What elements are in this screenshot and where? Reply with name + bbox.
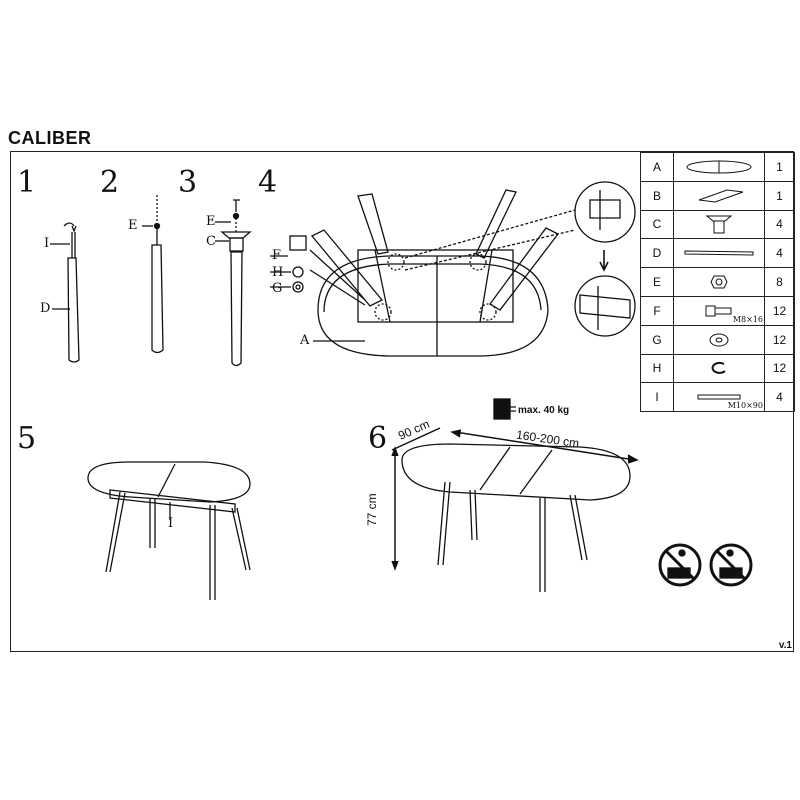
step-number-6: 6 [368,421,388,456]
part-letter: C [640,209,674,240]
callout-h-step4: H [272,265,284,280]
part-letter: G [640,324,674,355]
part-image-cell [673,267,765,297]
part-quantity: 12 [764,353,795,384]
part-letter: I [640,382,674,413]
part-letter: H [640,353,674,384]
leg-bracket-icon [674,212,764,236]
callout-f-step4: F [272,248,282,263]
part-image-cell: M10×90 [673,382,765,413]
part-letter: F [640,295,674,326]
version-label: v.1 [778,640,792,651]
step1-leg-drawing [50,222,80,363]
part-letter: A [640,152,674,182]
part-quantity: 8 [764,267,795,297]
step-number-4: 4 [258,165,278,200]
part-image-cell [673,324,765,355]
callout-e-step3: E [206,214,216,229]
max-load-label: max. 40 kg [518,405,570,416]
leg-icon [674,248,764,258]
callout-a-step4: A [300,333,310,348]
step-number-2: 2 [100,165,120,200]
part-image-cell [673,180,765,211]
callout-d-step1: D [40,301,51,316]
part-letter: E [640,267,674,297]
part-row: H 12 [640,353,795,384]
spring-washer-icon [674,360,764,376]
extension-leaf-icon [674,186,764,206]
washer-icon [674,332,764,348]
step2-leg-drawing [142,195,164,354]
part-quantity: 4 [764,209,795,240]
part-image-cell [673,209,765,240]
step4-underside-drawing [270,189,576,357]
part-image-cell [673,152,765,182]
part-quantity: 1 [764,152,795,182]
callout-c-step3: C [206,234,216,249]
callout-g-step4: G [272,281,283,296]
part-letter: D [640,238,674,269]
callout-e-step2: E [128,218,138,233]
part-spec: M10×90 [727,401,763,411]
part-image-cell [673,353,765,384]
step3-leg-drawing [215,199,252,367]
dimension-height: 77 cm [365,493,379,526]
bolt-icon [674,303,764,319]
part-quantity: 12 [764,295,795,326]
part-spec: M8×16 [732,314,763,324]
part-row: G 12 [640,324,795,355]
part-quantity: 4 [764,382,795,413]
step4-detail-drawing [574,181,636,337]
threaded-rod-icon [674,393,764,401]
product-title: CALIBER [8,128,92,148]
part-letter: B [640,180,674,211]
step-number-5: 5 [17,421,37,456]
step-number-1: 1 [17,165,37,200]
nut-icon [674,274,764,290]
part-quantity: 1 [764,180,795,211]
step6-table-drawing [391,398,639,592]
tabletop-icon [674,157,764,177]
part-quantity: 12 [764,324,795,355]
step5-table-drawing [87,461,251,600]
callout-i-step1: I [44,236,50,251]
step-number-3: 3 [178,165,198,200]
part-image-cell [673,238,765,269]
warning-signs [658,543,753,587]
part-image-cell: M8×16 [673,295,765,326]
callout-i-step5: I [168,516,174,531]
part-quantity: 4 [764,238,795,269]
